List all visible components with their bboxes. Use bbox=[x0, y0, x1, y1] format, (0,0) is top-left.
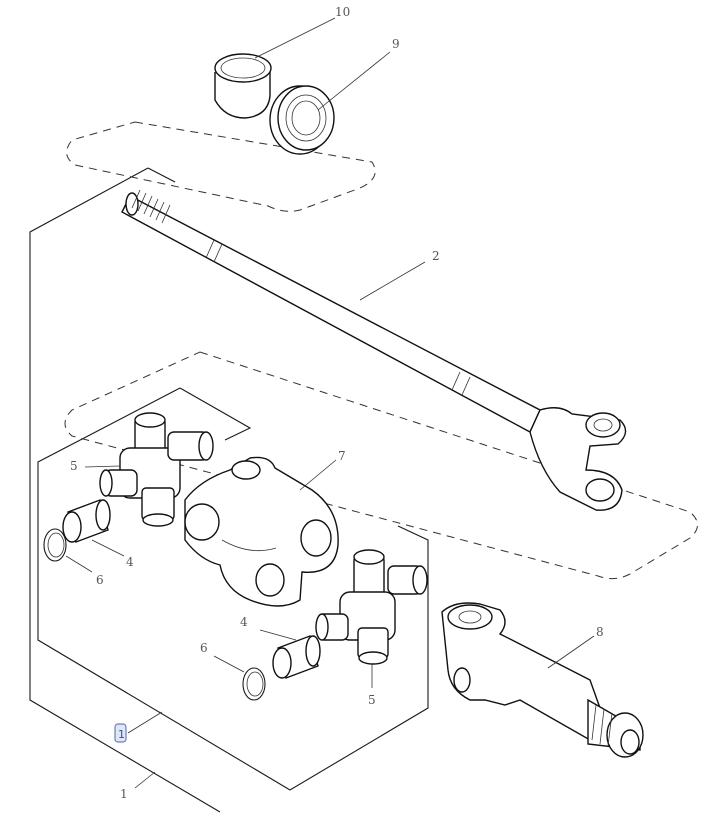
part-5-cross-lower bbox=[315, 549, 428, 665]
subkit-outline bbox=[37, 387, 429, 791]
part-4-cup-lower bbox=[272, 635, 321, 679]
callout-5-upper: 5 bbox=[70, 459, 78, 473]
part-8-stub-shaft bbox=[441, 602, 644, 758]
leader-lines bbox=[65, 17, 595, 789]
callout-6-upper: 6 bbox=[96, 573, 104, 587]
callout-4-upper: 4 bbox=[126, 555, 134, 569]
part-5-cross-upper bbox=[99, 412, 214, 527]
part-7-center-yoke bbox=[184, 456, 339, 607]
callout-1: 1 bbox=[120, 787, 128, 801]
part-6-snapring-lower bbox=[242, 667, 266, 701]
hotspot-item-1-label: 1 bbox=[118, 728, 125, 741]
assembly-outline bbox=[29, 167, 221, 813]
callout-10: 10 bbox=[335, 5, 350, 19]
hotspot-item-1[interactable]: 1 bbox=[114, 723, 127, 743]
callout-6-lower: 6 bbox=[200, 641, 208, 655]
callout-2: 2 bbox=[432, 249, 440, 263]
callout-7: 7 bbox=[338, 449, 346, 463]
dashed-group-upper bbox=[66, 121, 376, 212]
dashed-group-lower bbox=[64, 351, 698, 580]
part-2-axle-shaft bbox=[121, 189, 627, 511]
part-10-sleeve bbox=[214, 53, 272, 119]
callout-4-lower: 4 bbox=[240, 615, 248, 629]
part-6-snapring-upper bbox=[43, 528, 67, 562]
callout-5-lower: 5 bbox=[368, 693, 376, 707]
callout-9: 9 bbox=[392, 37, 400, 51]
callout-labels: 10 9 2 5 4 6 7 4 6 5 8 1 bbox=[70, 5, 604, 801]
part-9-bearing bbox=[269, 85, 335, 155]
part-4-cup-upper bbox=[62, 499, 111, 543]
callout-8: 8 bbox=[596, 625, 604, 639]
